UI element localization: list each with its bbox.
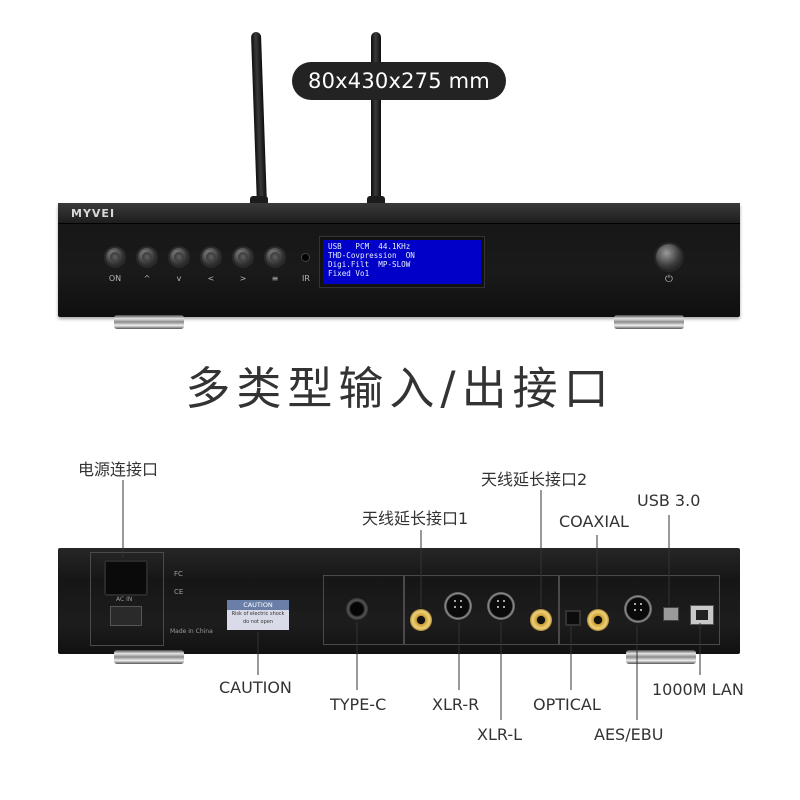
down-button[interactable] <box>170 248 188 266</box>
callout-optical: OPTICAL <box>533 695 601 714</box>
voltage-switch <box>110 606 142 626</box>
headline: 多类型输入/出接口 <box>185 362 615 415</box>
callout-xlr-l: XLR-L <box>477 725 523 744</box>
power-inlet <box>104 560 148 596</box>
right-button[interactable] <box>234 248 252 266</box>
on-button-label: ON <box>108 274 122 283</box>
up-button-label: ^ <box>143 274 151 283</box>
callout-power-connector: 电源连接口 <box>78 460 159 479</box>
brand-logo: MYVEI <box>71 207 116 220</box>
callout-xlr-r: XLR-R <box>432 695 480 714</box>
typec-section <box>323 575 405 645</box>
front-foot-right <box>614 315 684 329</box>
ce-mark: CE <box>174 588 184 596</box>
display-line-4: Fixed Vo1 <box>328 269 370 278</box>
usb-port <box>663 607 679 621</box>
right-button-label: > <box>239 274 247 283</box>
analog-output-section <box>403 575 560 645</box>
callout-usb: USB 3.0 <box>637 491 701 510</box>
caution-sticker: CAUTION Risk of electric shock do not op… <box>227 600 289 630</box>
up-button[interactable] <box>138 248 156 266</box>
ir-label: IR <box>302 274 310 283</box>
front-top-edge: MYVEI <box>58 203 740 224</box>
antenna-extension-2-port <box>530 609 552 631</box>
callout-coaxial: COAXIAL <box>559 512 629 531</box>
rear-foot-left <box>114 650 184 664</box>
made-in-label: Made in China <box>170 628 213 635</box>
antenna-left <box>250 31 268 209</box>
aes-ebu-port <box>624 595 652 623</box>
power-icon: ⏻ <box>665 274 673 285</box>
lan-port <box>690 605 714 625</box>
callout-lan: 1000M LAN <box>652 680 744 699</box>
front-foot-left <box>114 315 184 329</box>
power-section <box>90 552 164 646</box>
left-button[interactable] <box>202 248 220 266</box>
coaxial-port <box>587 609 609 631</box>
on-button[interactable] <box>106 248 124 266</box>
dimensions-badge: 80x430x275 mm <box>292 62 506 100</box>
type-c-port <box>346 598 368 620</box>
left-button-label: < <box>207 274 215 283</box>
xlr-r-port <box>444 592 472 620</box>
display-line-3: Digi.Filt MP-SLOW <box>328 260 411 269</box>
power-knob[interactable] <box>656 244 682 270</box>
callout-caution: CAUTION <box>219 678 292 697</box>
caution-sticker-title: CAUTION <box>227 600 289 610</box>
antenna-right <box>371 32 381 208</box>
caution-sticker-line-2: do not open <box>242 619 274 625</box>
xlr-l-port <box>487 592 515 620</box>
menu-button-label: ≡ <box>271 274 279 283</box>
antenna-extension-1-port <box>410 609 432 631</box>
ir-sensor <box>302 254 309 261</box>
lcd-display: USB PCM 44.1KHz THD-Covpression ON Digi.… <box>320 237 484 287</box>
callout-antenna-extension-2: 天线延长接口2 <box>481 470 588 489</box>
digital-io-section <box>558 575 720 645</box>
display-line-2: THD-Covpression ON <box>328 251 415 260</box>
callout-antenna-extension-1: 天线延长接口1 <box>362 509 469 528</box>
optical-port <box>565 610 581 626</box>
down-button-label: v <box>176 274 182 283</box>
callout-aes-ebu: AES/EBU <box>594 725 664 744</box>
fc-mark: FC <box>174 570 183 578</box>
menu-button[interactable] <box>266 248 284 266</box>
rear-foot-right <box>626 650 696 664</box>
caution-sticker-line-1: Risk of electric shock <box>231 611 285 617</box>
ac-in-label: AC IN <box>116 596 133 603</box>
callout-type-c: TYPE-C <box>330 695 387 714</box>
display-line-1: USB PCM 44.1KHz <box>328 242 411 251</box>
